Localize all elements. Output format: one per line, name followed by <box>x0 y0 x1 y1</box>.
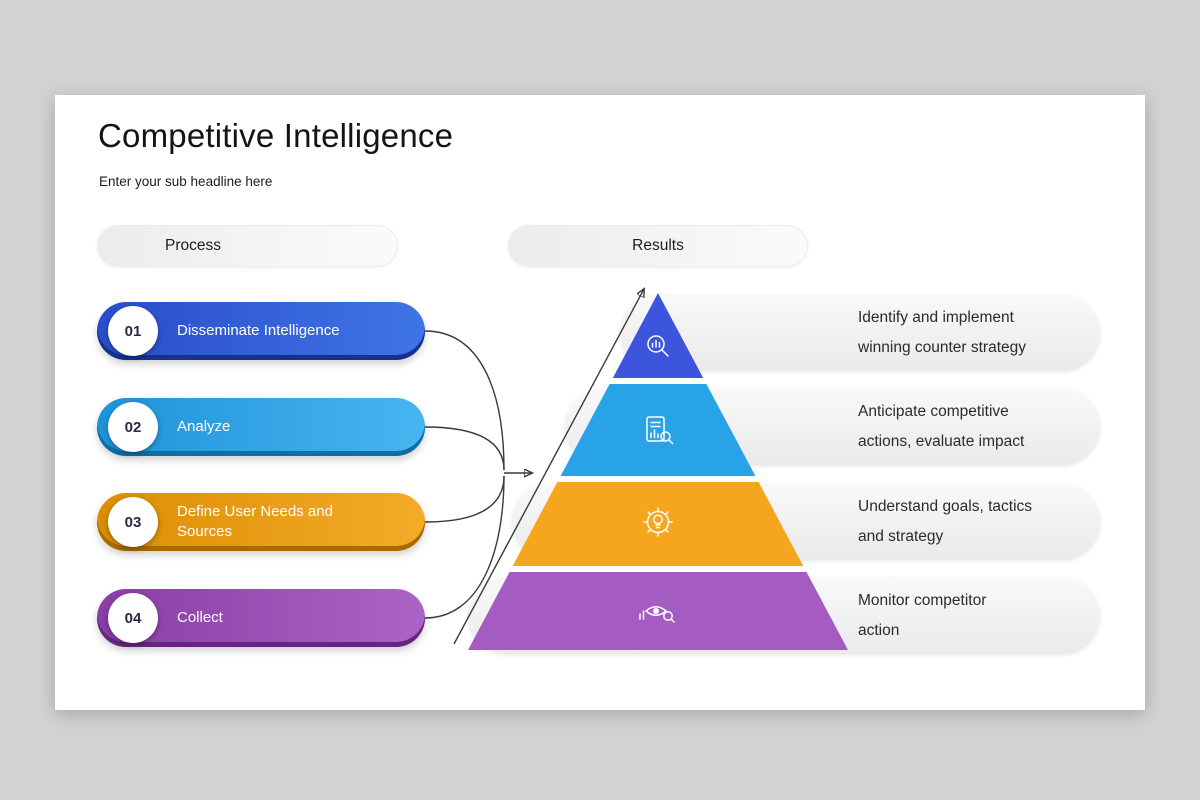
eye-monitoring-icon <box>639 606 675 623</box>
step-number: 04 <box>124 609 142 627</box>
step-number: 01 <box>124 322 142 340</box>
step-number: 03 <box>124 513 142 531</box>
result-text-3: Understand goals, tactics and strategy <box>858 492 1032 552</box>
step-label: Analyze <box>177 418 231 435</box>
result-line: Understand goals, tactics <box>858 498 1033 515</box>
page-subtitle: Enter your sub headline here <box>99 174 273 189</box>
process-step-pill-3: 03 Define User Needs and Sources <box>97 493 425 551</box>
gear-lightbulb-icon <box>643 507 673 537</box>
process-column-label: Process <box>165 237 221 254</box>
result-row-1 <box>620 295 1100 371</box>
magnifier-gear-icon <box>647 335 669 357</box>
result-line: Anticipate competitive <box>858 403 1009 420</box>
result-line: Identify and implement <box>858 309 1014 326</box>
process-column-header: Process <box>97 225 398 267</box>
connector-line-4 <box>424 475 505 619</box>
step-number-badge: 02 <box>108 402 158 452</box>
result-line: action <box>858 622 900 639</box>
connector-line-2 <box>424 426 505 471</box>
step-number: 02 <box>124 418 142 436</box>
results-column-header: Results <box>508 225 808 267</box>
result-line: Monitor competitor <box>858 592 987 609</box>
result-text-1: Identify and implement winning counter s… <box>858 303 1026 363</box>
step-number-badge: 04 <box>108 593 158 643</box>
step-label: Collect <box>177 609 223 626</box>
page-title: Competitive Intelligence <box>98 117 454 154</box>
results-column-label: Results <box>632 237 684 254</box>
connector-line-1 <box>424 330 505 471</box>
result-line: winning counter strategy <box>858 339 1027 356</box>
document-analysis-icon <box>646 416 674 445</box>
pyramid-level-2 <box>560 384 756 476</box>
pyramid-diagram <box>468 293 848 650</box>
ascend-arrow <box>453 289 644 645</box>
process-step-pill-2: 02 Analyze <box>97 398 425 456</box>
step-label: Disseminate Intelligence <box>177 322 340 339</box>
step-number-badge: 01 <box>108 306 158 356</box>
process-step-pill-1: 01 Disseminate Intelligence <box>97 302 425 360</box>
result-line: actions, evaluate impact <box>858 433 1025 450</box>
slide-card: Competitive Intelligence Enter your sub … <box>55 95 1145 710</box>
connector-line-3 <box>424 475 505 523</box>
result-line: and strategy <box>858 528 944 545</box>
step-number-badge: 03 <box>108 497 158 547</box>
result-text-4: Monitor competitor action <box>858 586 986 646</box>
connector-arrows <box>424 280 670 645</box>
process-step-pill-4: 04 Collect <box>97 589 425 647</box>
step-label: Define User Needs and Sources <box>177 503 333 540</box>
result-text-2: Anticipate competitive actions, evaluate… <box>858 397 1024 457</box>
